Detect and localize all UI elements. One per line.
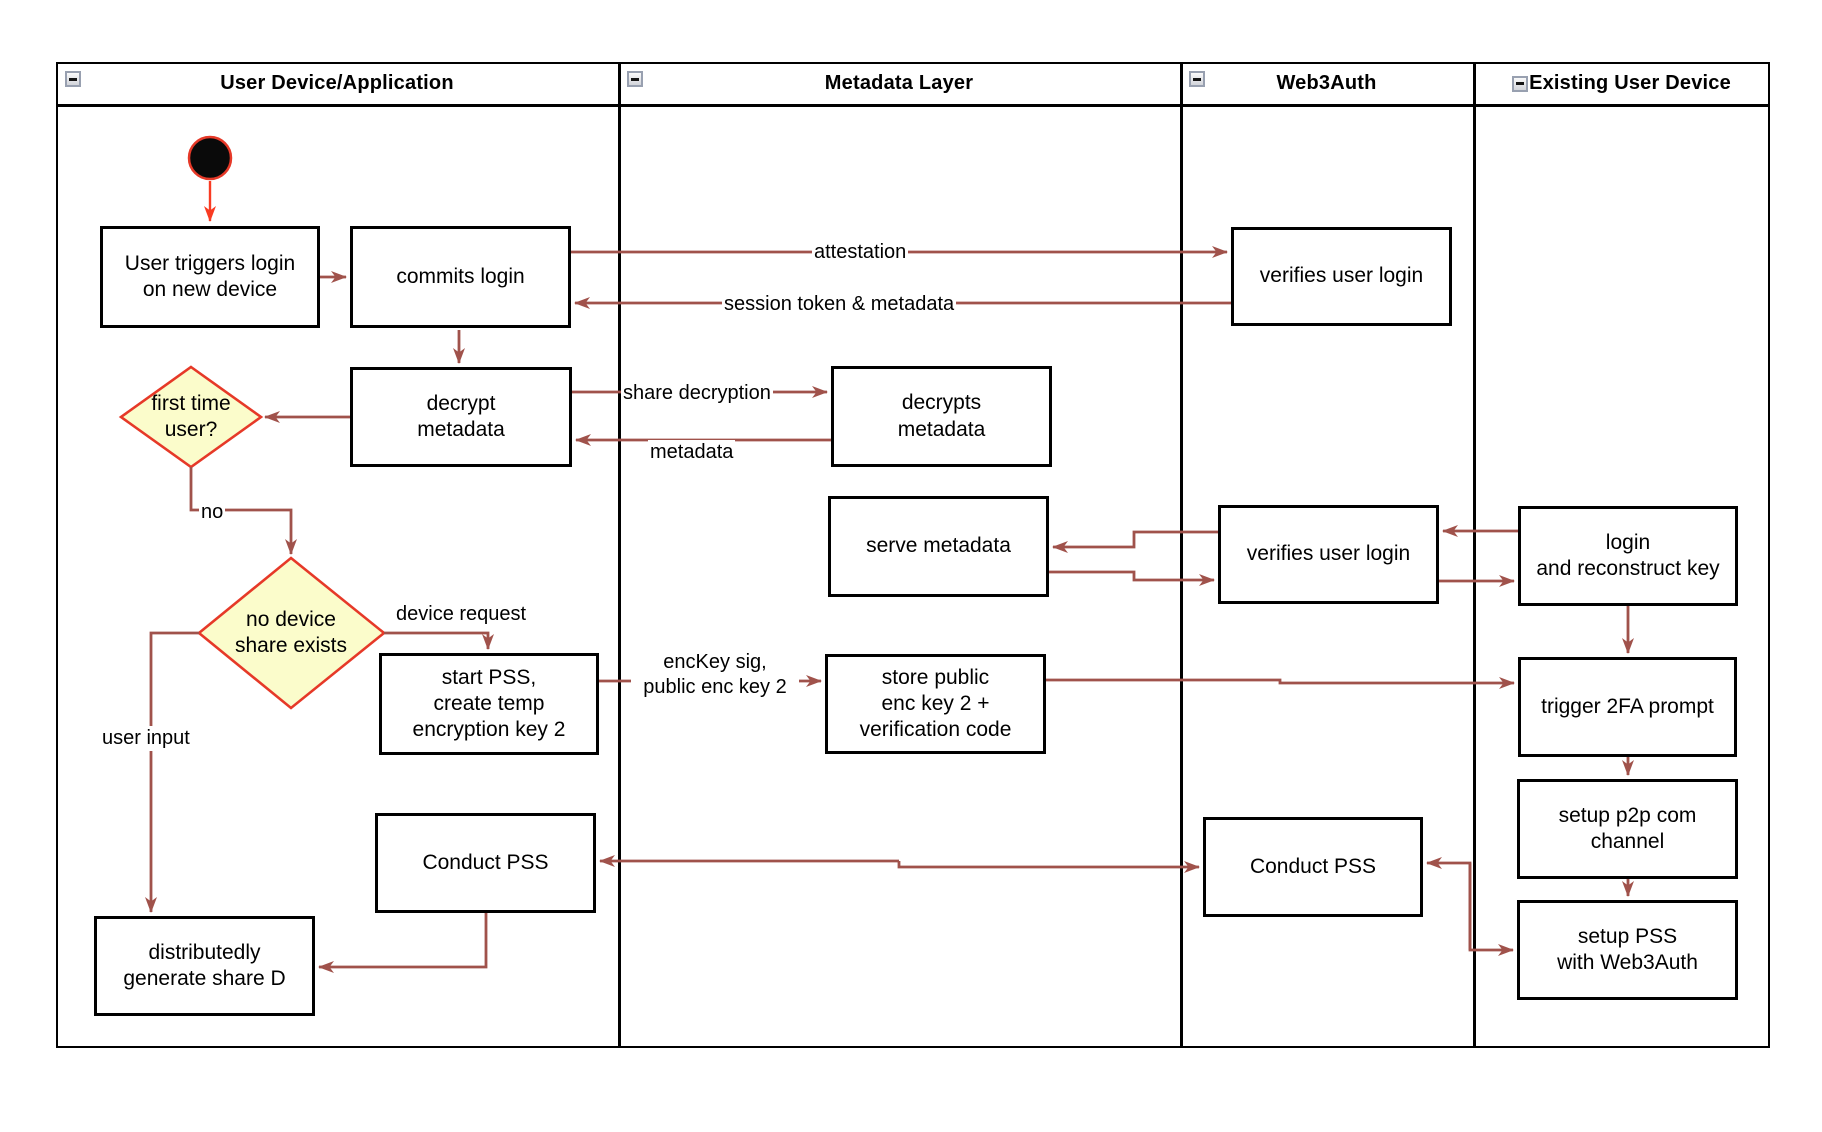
edge-store-to-2fa <box>1046 677 1515 689</box>
minus-glyph <box>631 77 639 81</box>
lane-header-existing-user-device: Existing User Device <box>1473 62 1770 105</box>
node-user-triggers-login[interactable]: User triggers login on new device <box>100 226 320 328</box>
node-setup-p2p[interactable]: setup p2p com channel <box>1517 779 1738 879</box>
edge-label-device-request: device request <box>394 602 529 627</box>
lane-divider-2 <box>1180 62 1183 1048</box>
minus-collapse-icon[interactable] <box>1512 75 1529 92</box>
decision-no-device-share[interactable] <box>196 556 387 710</box>
minus-glyph <box>1193 77 1201 81</box>
lane-header-web3auth: Web3Auth <box>1180 62 1473 105</box>
node-verifies-login-mid[interactable]: verifies user login <box>1218 505 1439 604</box>
node-conduct-pss-user[interactable]: Conduct PSS <box>375 813 596 913</box>
edge-device-request <box>384 631 494 650</box>
edge-label-attestation: attestation <box>812 240 909 265</box>
minus-collapse-icon[interactable] <box>65 71 81 87</box>
edge-label-session-token: session token & metadata <box>722 292 957 317</box>
node-decrypts-metadata[interactable]: decrypts metadata <box>831 366 1052 467</box>
node-start-pss[interactable]: start PSS, create temp encryption key 2 <box>379 653 599 755</box>
edge-conductpss-right <box>897 861 1200 873</box>
node-serve-metadata[interactable]: serve metadata <box>828 496 1049 597</box>
edge-label-share-decryption: share decryption <box>621 381 773 406</box>
node-conduct-pss-web3auth[interactable]: Conduct PSS <box>1203 817 1423 917</box>
lane-title: Metadata Layer <box>824 72 974 94</box>
decision-label-no-device-share: no device share exists <box>234 608 348 657</box>
lane-title: Web3Auth <box>1276 72 1377 94</box>
lane-divider-3 <box>1473 62 1476 1048</box>
lane-title: User Device/Application <box>220 72 454 94</box>
minus-collapse-icon[interactable] <box>627 71 643 87</box>
minus-glyph <box>69 77 77 81</box>
lane-header-user-device: User Device/Application <box>56 62 618 105</box>
edge-conduct-to-generate <box>318 913 488 973</box>
node-login-reconstruct[interactable]: login and reconstruct key <box>1518 506 1738 606</box>
edge-verifies-to-serve <box>1052 530 1218 553</box>
minus-collapse-icon[interactable] <box>1189 71 1205 87</box>
lane-header-metadata-layer: Metadata Layer <box>618 62 1180 105</box>
edge-label-metadata: metadata <box>648 440 736 465</box>
edge-setuppss-to-conduct <box>1426 857 1472 950</box>
node-verifies-login-top[interactable]: verifies user login <box>1231 227 1452 326</box>
node-generate-share-d[interactable]: distributedly generate share D <box>94 916 315 1016</box>
start-node[interactable] <box>187 135 233 181</box>
edge-label-no: no <box>199 500 226 525</box>
node-setup-pss[interactable]: setup PSS with Web3Auth <box>1517 900 1738 1000</box>
minus-glyph <box>1516 82 1525 85</box>
lane-title: Existing User Device <box>1529 72 1731 94</box>
node-decrypt-metadata[interactable]: decrypt metadata <box>350 367 572 467</box>
node-commits-login[interactable]: commits login <box>350 226 571 328</box>
lane-divider-1 <box>618 62 621 1048</box>
edge-label-user-input: user input <box>100 726 192 751</box>
node-store-public-key[interactable]: store public enc key 2 + verification co… <box>825 654 1046 754</box>
decision-label-first-time-user: first time user? <box>151 392 231 441</box>
edge-no-branch <box>189 467 297 555</box>
header-divider-line <box>56 104 1770 107</box>
edge-to-setuppss <box>1468 863 1514 956</box>
edge-label-enckey: encKey sig, public enc key 2 <box>631 650 799 700</box>
edge-serve-to-verifies <box>1049 570 1215 586</box>
node-trigger-2fa[interactable]: trigger 2FA prompt <box>1518 657 1737 757</box>
diagram-frame <box>56 62 1770 1048</box>
edge-user-input <box>145 631 199 913</box>
